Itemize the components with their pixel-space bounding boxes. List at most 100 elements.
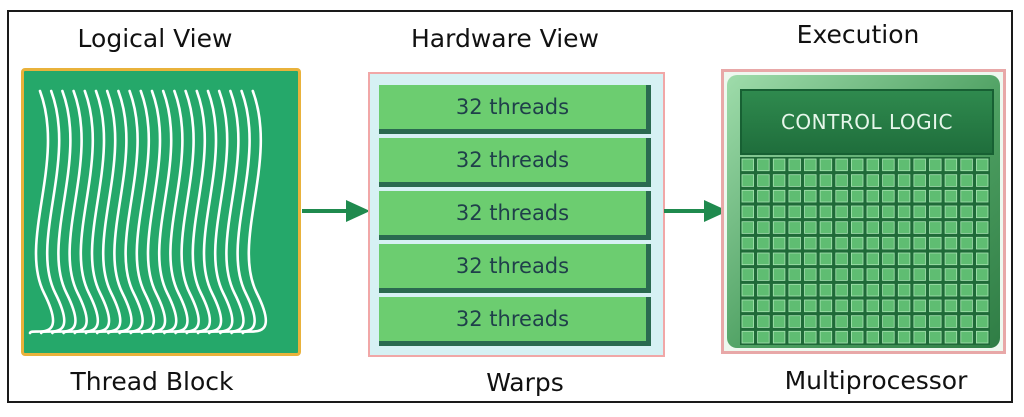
core-cell xyxy=(882,315,895,328)
core-cell xyxy=(944,268,958,281)
core-cell xyxy=(897,252,911,266)
core-cell xyxy=(804,299,817,313)
core-cell xyxy=(929,283,942,297)
core-cell xyxy=(975,330,989,344)
core-cell xyxy=(960,158,973,172)
core-cell xyxy=(819,236,833,250)
core-cell xyxy=(772,299,786,313)
core-cell xyxy=(757,283,770,297)
core-cell xyxy=(975,205,989,219)
core-cell xyxy=(897,315,911,328)
core-cell xyxy=(851,205,864,219)
core-cell xyxy=(819,189,833,203)
core-cell xyxy=(772,189,786,203)
core-cell xyxy=(788,205,801,219)
core-cell xyxy=(866,205,880,219)
core-cell xyxy=(975,252,989,266)
core-cell xyxy=(975,315,989,328)
core-cell xyxy=(741,205,755,219)
label-multiprocessor: Multiprocessor xyxy=(784,366,968,395)
core-cell xyxy=(913,330,926,344)
core-cell xyxy=(788,330,801,344)
core-cell xyxy=(882,330,895,344)
core-cell xyxy=(866,158,880,172)
core-cell xyxy=(851,174,864,187)
core-cell xyxy=(975,189,989,203)
core-cell xyxy=(788,189,801,203)
core-cell xyxy=(866,174,880,187)
core-cell xyxy=(960,299,973,313)
core-cell xyxy=(788,252,801,266)
core-cell xyxy=(851,236,864,250)
core-cell xyxy=(757,236,770,250)
warp-label: 32 threads xyxy=(455,201,570,225)
core-cell xyxy=(975,236,989,250)
core-cell xyxy=(819,330,833,344)
core-cell xyxy=(944,221,958,234)
core-cell xyxy=(741,330,755,344)
core-cell xyxy=(835,268,848,281)
core-cell xyxy=(944,330,958,344)
core-cell xyxy=(960,189,973,203)
core-cell xyxy=(757,268,770,281)
core-cell xyxy=(882,158,895,172)
core-cell xyxy=(835,236,848,250)
core-cell xyxy=(897,158,911,172)
core-cell xyxy=(882,299,895,313)
core-cell xyxy=(741,315,755,328)
core-cell xyxy=(804,252,817,266)
core-cell xyxy=(975,268,989,281)
core-cell xyxy=(804,205,817,219)
core-cell xyxy=(929,330,942,344)
core-cell xyxy=(975,158,989,172)
core-cell xyxy=(944,315,958,328)
core-cell xyxy=(882,268,895,281)
core-cell xyxy=(913,299,926,313)
core-cell xyxy=(866,283,880,297)
core-cell xyxy=(835,315,848,328)
core-cell xyxy=(772,205,786,219)
core-cell xyxy=(913,189,926,203)
core-cell xyxy=(866,330,880,344)
core-cell xyxy=(913,221,926,234)
core-cell xyxy=(866,189,880,203)
warp-label: 32 threads xyxy=(455,95,570,119)
core-cell xyxy=(757,315,770,328)
core-cell xyxy=(913,158,926,172)
core-cell xyxy=(757,174,770,187)
core-cell xyxy=(866,299,880,313)
core-cell xyxy=(835,205,848,219)
core-cell xyxy=(741,299,755,313)
core-cell xyxy=(960,315,973,328)
core-cell xyxy=(804,189,817,203)
warp-1: 32 threads xyxy=(379,85,651,134)
core-cell xyxy=(944,236,958,250)
core-cell xyxy=(913,205,926,219)
core-cell xyxy=(851,189,864,203)
core-cell xyxy=(819,158,833,172)
warp-label: 32 threads xyxy=(455,148,570,172)
core-cell xyxy=(788,174,801,187)
core-cell xyxy=(944,252,958,266)
core-cell xyxy=(960,330,973,344)
core-cell xyxy=(757,252,770,266)
core-cell xyxy=(851,158,864,172)
core-cell xyxy=(757,330,770,344)
core-cell xyxy=(804,221,817,234)
core-cell xyxy=(804,315,817,328)
core-cell xyxy=(772,252,786,266)
core-cell xyxy=(772,174,786,187)
core-cell xyxy=(975,299,989,313)
core-cell xyxy=(882,205,895,219)
core-cell xyxy=(835,189,848,203)
core-cell xyxy=(819,315,833,328)
core-cell xyxy=(882,174,895,187)
core-cell xyxy=(929,299,942,313)
title-logical-view: Logical View xyxy=(77,24,233,53)
core-cell xyxy=(851,268,864,281)
core-cell xyxy=(772,283,786,297)
core-cell xyxy=(804,330,817,344)
core-cell xyxy=(741,189,755,203)
core-cell xyxy=(757,205,770,219)
warps-panel: 32 threads 32 threads 32 threads 32 thre… xyxy=(368,72,665,357)
